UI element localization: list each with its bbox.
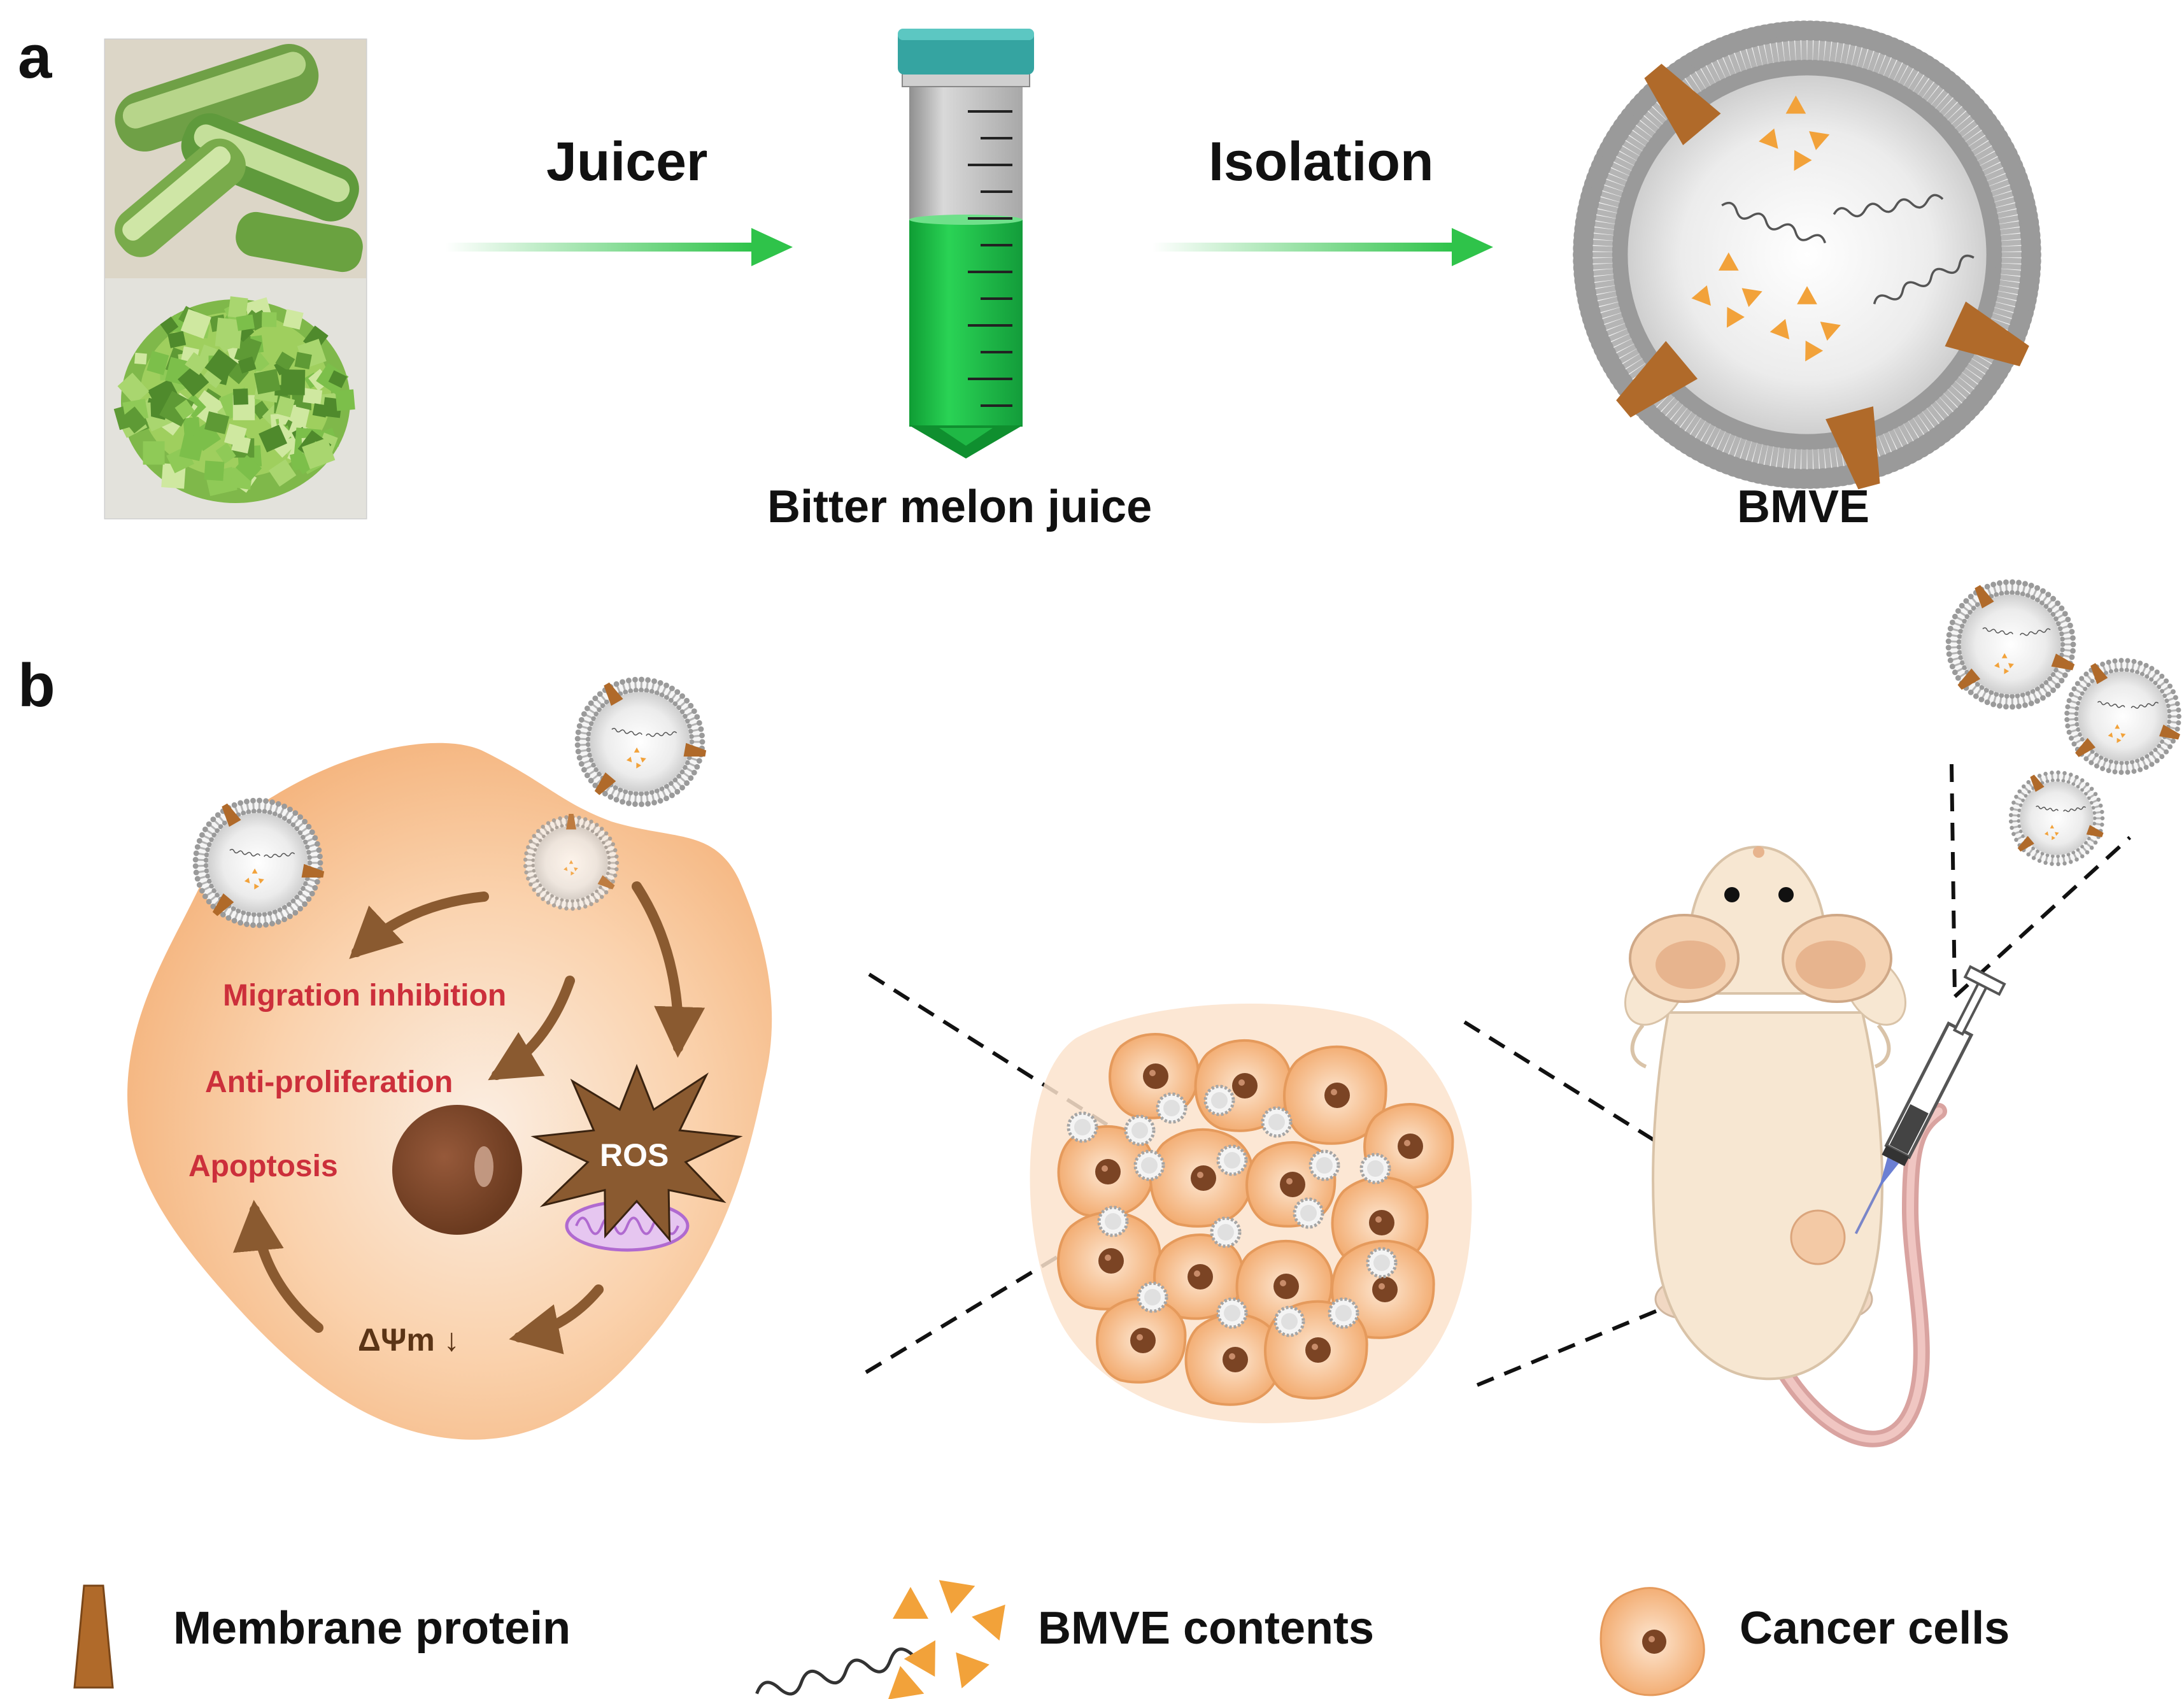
legend-membrane-protein: Membrane protein xyxy=(173,1603,571,1654)
mouse xyxy=(1624,845,1947,1447)
mitochondrial-potential-label: ΔΨm ↓ xyxy=(358,1322,460,1358)
nucleus xyxy=(392,1105,522,1235)
legend-icons xyxy=(73,1580,1705,1699)
pathway-arrows xyxy=(232,881,706,1354)
bmve-vesicles-cell xyxy=(192,676,707,928)
caption-bmve: BMVE xyxy=(1737,481,1870,532)
diced-melon-pieces xyxy=(113,296,355,496)
effect-anti-proliferation: Anti-proliferation xyxy=(205,1065,453,1099)
falcon-tube xyxy=(898,29,1034,459)
legend-cancer-cells: Cancer cells xyxy=(1740,1603,2010,1654)
membrane-protein-icon xyxy=(73,1584,114,1689)
effect-migration-inhibition: Migration inhibition xyxy=(223,979,507,1013)
step-label-isolation: Isolation xyxy=(1209,131,1434,192)
legend-bmve-contents: BMVE contents xyxy=(1038,1603,1375,1654)
cargo-triangles-icon xyxy=(888,1580,1005,1699)
panel-label-b: b xyxy=(18,651,55,720)
arrow-isolation xyxy=(1152,228,1493,266)
ros-label: ROS xyxy=(600,1137,669,1173)
tube-graduation-marks xyxy=(968,110,1012,407)
bitter-melon-photo xyxy=(104,38,367,520)
rna-wave-icon xyxy=(755,1647,914,1696)
syringe xyxy=(1854,965,2006,1235)
caption-bitter-melon-juice: Bitter melon juice xyxy=(767,481,1152,532)
tumor-cell-cluster xyxy=(1030,1004,1472,1423)
bmve-vesicles-injection xyxy=(1945,579,2181,867)
effect-apoptosis: Apoptosis xyxy=(188,1149,338,1183)
arrow-juicer xyxy=(446,228,793,266)
panel-label-a: a xyxy=(18,23,52,91)
ros-burst xyxy=(530,1063,743,1242)
bmve-vesicle-large xyxy=(1573,20,2041,490)
step-label-juicer: Juicer xyxy=(546,131,708,192)
